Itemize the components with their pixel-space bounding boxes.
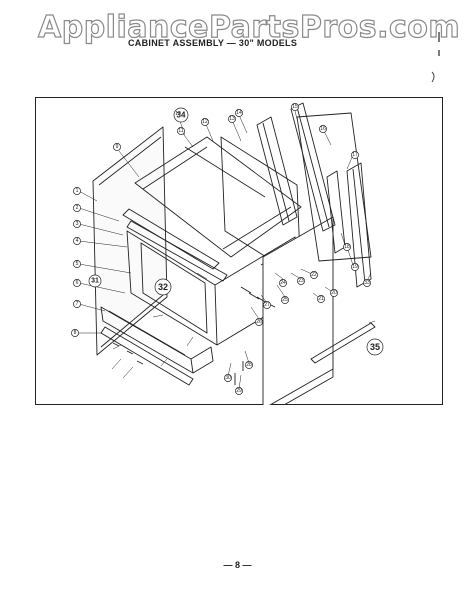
- callout-27: [263, 301, 271, 309]
- trim-strip: [310, 322, 376, 364]
- callout-14: [235, 109, 243, 117]
- callout-5: [73, 260, 81, 268]
- callout-29-label: 29: [236, 388, 242, 394]
- top-front-rail: [122, 208, 220, 270]
- diagram-frame: [35, 97, 443, 405]
- callout-32-label: 32: [158, 282, 168, 292]
- page-number: — 8 —: [223, 560, 252, 570]
- callout-4-label: 4: [76, 238, 79, 244]
- callout-25-label: 25: [282, 297, 288, 303]
- callout-6-label: 6: [76, 280, 79, 286]
- callout-11: [177, 127, 185, 135]
- callout-16-label: 16: [320, 126, 326, 132]
- callout-15-label: 15: [292, 104, 298, 110]
- callout-7-label: 7: [76, 301, 79, 307]
- callout-3: [73, 220, 81, 228]
- callout-33: [363, 279, 371, 287]
- callout-7: [73, 300, 81, 308]
- callout-15: [291, 103, 299, 111]
- callout-6: [73, 279, 81, 287]
- callout-8: [71, 329, 79, 337]
- callout-13: [228, 115, 236, 123]
- callout-12-label: 12: [202, 119, 208, 125]
- rear-wall-plate: [296, 112, 372, 262]
- callout-21: [317, 295, 325, 303]
- fastener-screws: [112, 342, 244, 385]
- right-panel-face: [262, 216, 334, 405]
- callout-20-label: 20: [331, 290, 337, 296]
- callout-4: [73, 237, 81, 245]
- upright-channel-right: [346, 162, 372, 288]
- kick-plate: [100, 326, 194, 386]
- callout-29: [235, 387, 243, 395]
- scan-marks: [431, 32, 440, 83]
- channel-strip-2: [290, 102, 336, 232]
- callout-22-label: 22: [311, 272, 317, 278]
- callout-17-label: 17: [352, 152, 358, 158]
- callout-24: [279, 279, 287, 287]
- page-title: CABINET ASSEMBLY — 30" MODELS: [128, 38, 298, 48]
- callout-18: [343, 243, 351, 251]
- callout-34-label: 34: [177, 111, 186, 120]
- callout-14-label: 14: [236, 110, 242, 116]
- callout-30: [224, 374, 232, 382]
- callout-32: [154, 278, 172, 296]
- callout-2: [73, 204, 81, 212]
- callout-1-label: 1: [76, 188, 79, 194]
- callout-8-label: 8: [74, 330, 77, 336]
- callout-26-label: 26: [256, 319, 262, 325]
- callout-35: [366, 338, 384, 356]
- callout-19-label: 19: [352, 264, 358, 270]
- callout-31-label: 31: [91, 278, 99, 285]
- callout-11-label: 11: [178, 128, 183, 134]
- callout-25: [281, 296, 289, 304]
- watermark: AppliancePartsPros.com: [37, 9, 461, 45]
- callout-3-label: 3: [76, 221, 79, 227]
- callout-19: [351, 263, 359, 271]
- callout-10-label: 10: [175, 111, 181, 117]
- callout-2-label: 2: [76, 205, 79, 211]
- top-panel: [134, 136, 302, 258]
- callout-28: [245, 361, 253, 369]
- callout-21-label: 21: [318, 296, 324, 302]
- callout-16: [319, 125, 327, 133]
- callout-23-label: 23: [298, 278, 304, 284]
- callout-28-label: 28: [246, 362, 252, 368]
- callout-5-label: 5: [76, 261, 79, 267]
- callout-35-label: 35: [370, 342, 380, 352]
- cabinet-exploded-view: 1 2 3 4 5 6 7 8 9 10 11 12 13 14 15 16 1…: [71, 102, 384, 405]
- callout-12: [201, 118, 209, 126]
- callout-26: [255, 318, 263, 326]
- leader-lines: [77, 106, 376, 390]
- callout-13-label: 13: [229, 116, 235, 122]
- callout-24-label: 24: [280, 280, 286, 286]
- callout-30-label: 30: [225, 375, 231, 381]
- left-side-panel: [92, 126, 168, 356]
- callout-34: [173, 107, 189, 123]
- callout-22: [310, 271, 318, 279]
- callout-9: [113, 143, 121, 151]
- callout-1: [73, 187, 81, 195]
- channel-strip-1: [256, 116, 298, 226]
- callout-33-label: 33: [364, 280, 370, 286]
- callout-20: [330, 289, 338, 297]
- callout-23: [297, 277, 305, 285]
- callout-18-label: 18: [344, 244, 350, 250]
- callout-31: [88, 274, 102, 288]
- callout-27-label: 27: [264, 302, 270, 308]
- callout-17: [351, 151, 359, 159]
- callout-9-label: 9: [116, 144, 119, 150]
